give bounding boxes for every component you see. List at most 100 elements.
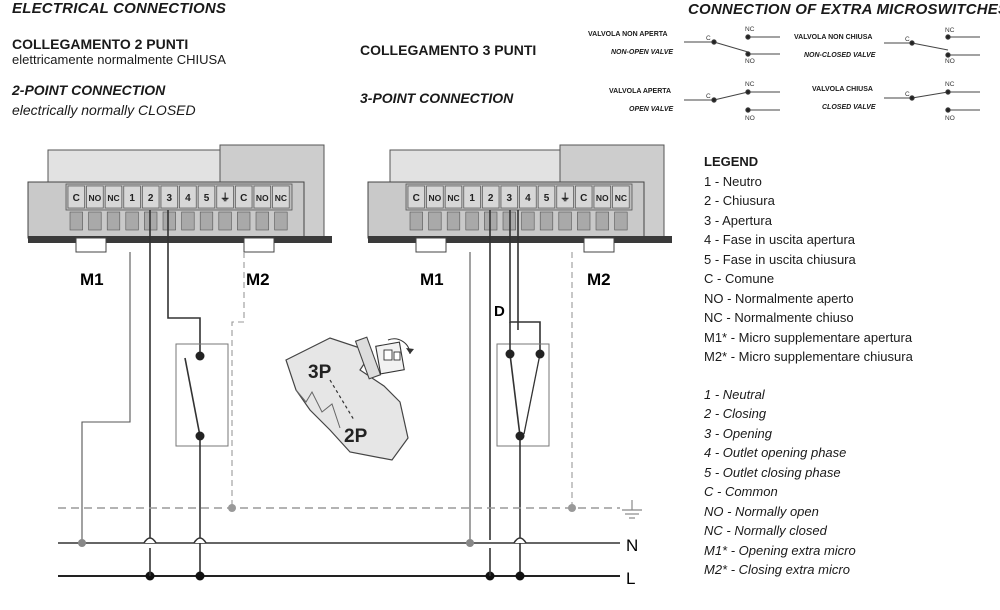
- wire-d-label: D: [494, 303, 505, 320]
- terminal-label-left-2: NC: [107, 193, 119, 203]
- micro-label-en-1: NON-OPEN VALVE: [611, 49, 674, 56]
- terminal-cell-left-6: [179, 185, 197, 209]
- terminal-screw-left-2: [106, 211, 121, 231]
- terminal-label-right-5: 3: [507, 193, 513, 204]
- legend-it-item: NC - Normalmente chiuso: [704, 310, 854, 325]
- module-m2-label-left: M2: [246, 270, 270, 289]
- switch-2-point-contacts: [195, 351, 205, 441]
- terminal-block-2-point: [27, 144, 332, 253]
- terminal-cell-right-4: [482, 185, 500, 209]
- switch-label-no: NO: [945, 58, 955, 65]
- legend-en-item: NC - Normally closed: [704, 523, 827, 538]
- terminal-cell-left-10: [253, 185, 271, 209]
- module-m2-label-right: M2: [587, 270, 611, 289]
- selector-2p-label: 2P: [344, 426, 368, 447]
- terminal-screw-right-0: [409, 211, 423, 231]
- micro-label-en-4: CLOSED VALVE: [822, 104, 876, 111]
- terminal-screw-left-3: [125, 211, 139, 231]
- terminal-screw-right-3: [465, 211, 479, 231]
- ground-bus: [58, 500, 642, 519]
- terminal-screw-left-5: [162, 211, 176, 231]
- switch-label-nc: NC: [945, 27, 955, 34]
- wiring-3-point: [469, 210, 573, 576]
- terminal-cell-left-9: [235, 185, 253, 209]
- terminal-cell-left-4: [142, 185, 160, 209]
- module-m1-label-left: M1: [80, 270, 104, 289]
- terminal-label-right-7: 5: [544, 193, 550, 204]
- terminal-label-left-3: 1: [129, 193, 135, 204]
- terminal-cell-left-11: [272, 185, 290, 209]
- two-point-it-title: COLLEGAMENTO 2 PUNTI: [12, 36, 189, 52]
- terminal-screw-right-11: [614, 211, 628, 231]
- switch-label-c: C: [706, 93, 711, 100]
- switch-label-c: C: [905, 36, 910, 43]
- terminal-label-left-0: C: [73, 193, 80, 204]
- terminal-label-left-6: 4: [185, 193, 191, 204]
- legend-en-item: M1* - Opening extra micro: [704, 542, 856, 558]
- micro-label-it-3: VALVOLA APERTA: [609, 88, 672, 95]
- microswitch-symbol-4: [884, 89, 980, 113]
- terminal-label-left-7: 5: [204, 193, 210, 204]
- terminal-cell-left-1: [86, 185, 104, 209]
- legend-it-item: 4 - Fase in uscita apertura: [704, 232, 856, 247]
- terminal-label-right-6: 4: [525, 193, 531, 204]
- terminal-cell-right-1: [426, 185, 444, 209]
- micro-label-en-2: NON-CLOSED VALVE: [804, 52, 876, 59]
- terminal-label-left-11: NC: [275, 193, 287, 203]
- terminal-label-left-9: C: [240, 193, 247, 204]
- switch-3-point-contacts: [505, 349, 545, 441]
- terminal-label-right-4: 2: [488, 193, 494, 204]
- switch-label-no: NO: [945, 115, 955, 122]
- terminal-screw-right-1: [428, 211, 442, 231]
- two-point-en-title: 2-POINT CONNECTION: [12, 82, 166, 98]
- terminal-cell-right-3: [463, 185, 481, 209]
- terminal-screw-left-11: [274, 211, 288, 231]
- terminal-cell-left-2: [104, 185, 123, 209]
- terminal-screw-right-6: [521, 211, 535, 231]
- legend-it-item: 5 - Fase in uscita chiusura: [704, 251, 856, 267]
- neutral-bus: [58, 537, 620, 547]
- switch-label-no: NO: [745, 58, 755, 65]
- line-bus: [58, 571, 620, 581]
- micro-label-it-4: VALVOLA CHIUSA: [812, 86, 873, 93]
- terminal-label-left-8: ⏚: [220, 192, 230, 204]
- terminal-screw-right-2: [446, 211, 461, 231]
- switch-label-c: C: [706, 35, 711, 42]
- legend-it-item: NO - Normalmente aperto: [704, 290, 854, 306]
- terminal-cell-right-8: [556, 185, 574, 209]
- terminal-screw-left-7: [199, 211, 214, 231]
- microswitch-symbol-2: [884, 34, 980, 58]
- terminal-cell-left-3: [123, 185, 141, 209]
- terminal-cell-right-11: [612, 185, 630, 209]
- terminal-label-right-9: C: [580, 193, 587, 204]
- legend-en-item: NO - Normally open: [704, 503, 819, 519]
- legend-en-item: C - Common: [704, 484, 778, 499]
- terminal-screw-right-10: [595, 211, 609, 231]
- legend-it-item: 3 - Apertura: [704, 212, 772, 228]
- terminal-screw-left-1: [88, 211, 102, 231]
- three-point-it-title: COLLEGAMENTO 3 PUNTI: [360, 42, 537, 58]
- legend-it-item: M2* - Micro supplementare chiusura: [704, 349, 913, 364]
- legend-en-item: 1 - Neutral: [704, 386, 765, 402]
- switch-label-nc: NC: [745, 81, 755, 88]
- terminal-screw-left-9: [237, 211, 251, 231]
- terminal-label-left-10: NO: [256, 193, 269, 203]
- terminal-block-3-point: [367, 144, 672, 253]
- terminal-cell-right-6: [519, 185, 537, 209]
- bus-l-label: L: [626, 569, 635, 588]
- terminal-label-right-11: NC: [615, 193, 627, 203]
- micro-label-en-3: OPEN VALVE: [629, 106, 674, 113]
- two-point-it-subtitle: elettricamente normalmente CHIUSA: [12, 52, 226, 67]
- terminal-cell-right-5: [500, 185, 518, 209]
- legend-title: LEGEND: [704, 154, 759, 169]
- terminal-screw-right-8: [558, 211, 572, 231]
- terminal-cell-left-7: [197, 185, 216, 209]
- legend-it-item: M1* - Micro supplementare apertura: [704, 329, 913, 345]
- legend-en-item: 5 - Outlet closing phase: [704, 464, 841, 480]
- terminal-screw-left-8: [218, 211, 232, 231]
- legend-en-item: 3 - Opening: [704, 425, 772, 441]
- terminal-screw-right-7: [539, 211, 554, 231]
- terminal-screw-left-0: [69, 211, 83, 231]
- terminal-label-right-2: NC: [447, 193, 459, 203]
